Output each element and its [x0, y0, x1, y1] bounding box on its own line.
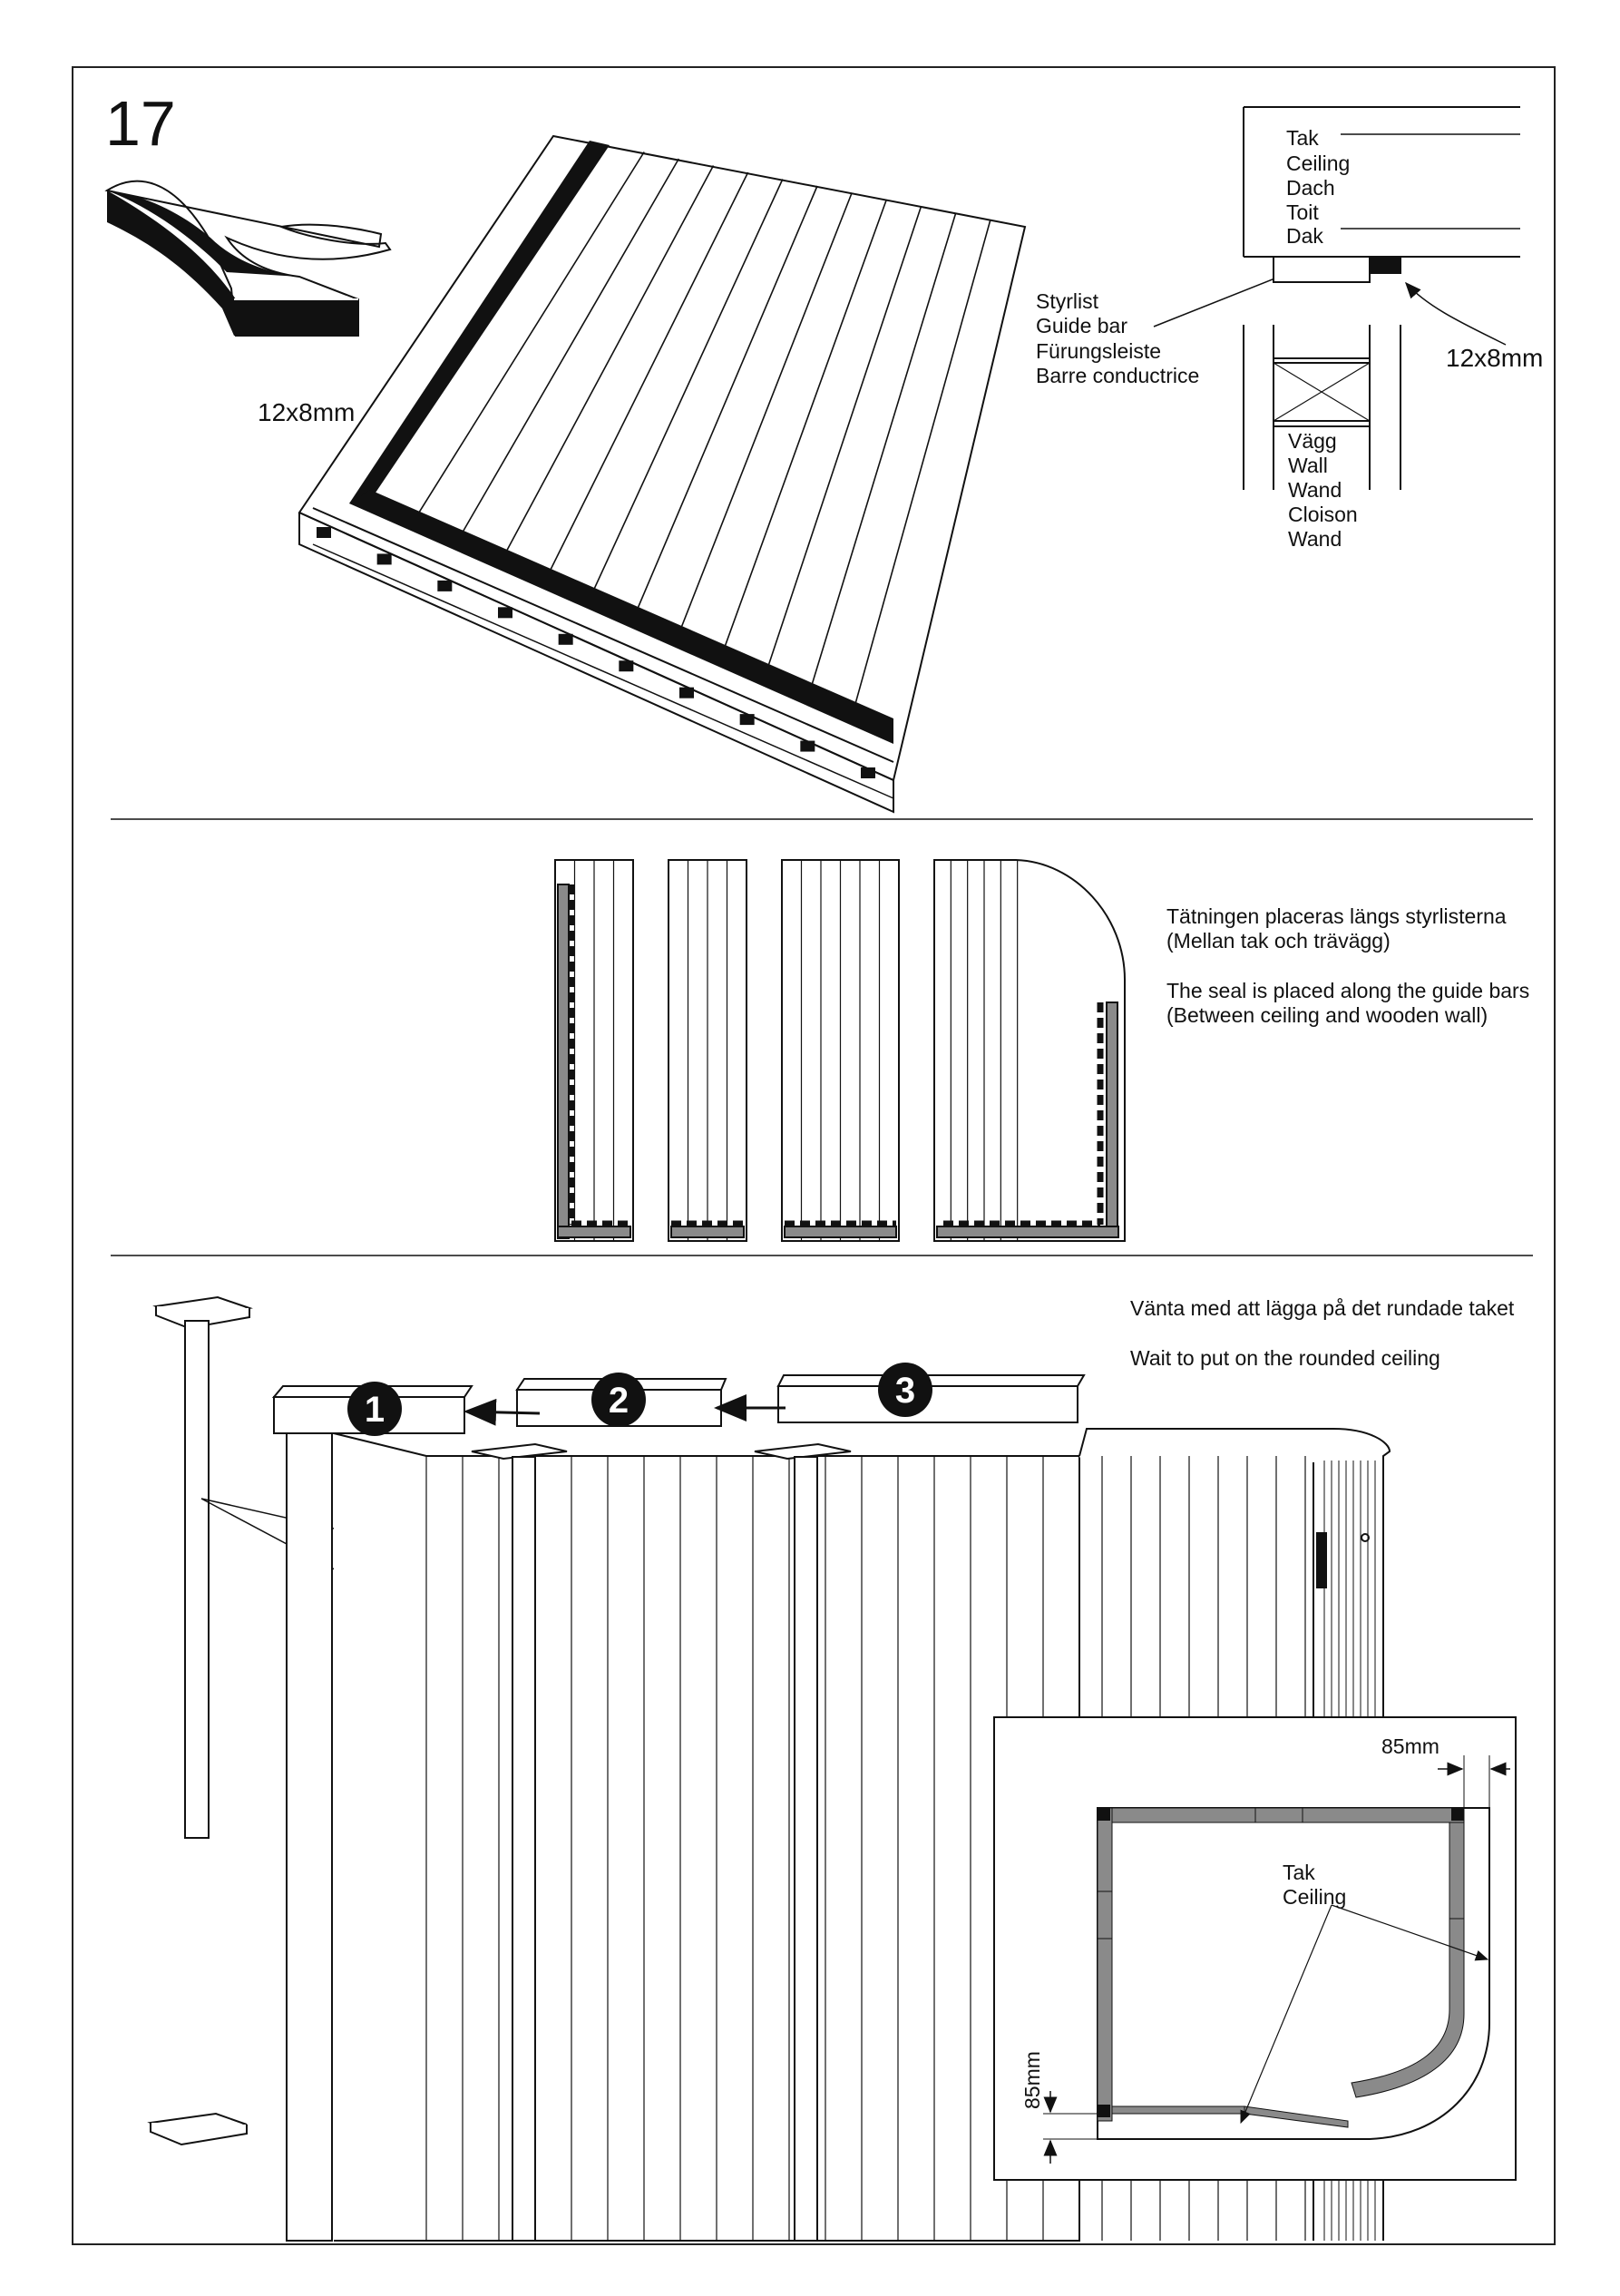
svg-text:Wand: Wand [1288, 478, 1342, 502]
order-badge-3: 3 [878, 1363, 932, 1417]
svg-text:Dach: Dach [1286, 176, 1335, 200]
cross-section-detail [1243, 106, 1520, 490]
ceiling-labels: Tak Ceiling Dach Toit Dak [1286, 126, 1350, 248]
ceiling-inset-plan [993, 1716, 1517, 2181]
svg-text:Dak: Dak [1286, 224, 1323, 248]
svg-text:Vägg: Vägg [1288, 429, 1337, 453]
inset-ceiling-label-1: Tak [1283, 1861, 1315, 1884]
seal-layout-plans [554, 859, 1126, 1242]
svg-text:Ceiling: Ceiling [1286, 151, 1350, 175]
svg-text:The seal is placed along the g: The seal is placed along the guide bars [1166, 979, 1529, 1002]
svg-text:Wait to put on the rounded cei: Wait to put on the rounded ceiling [1130, 1346, 1440, 1370]
seal-note: Tätningen placeras längs styrlisterna (M… [1166, 904, 1529, 1027]
svg-text:(Between ceiling and wooden wa: (Between ceiling and wooden wall) [1166, 1003, 1488, 1027]
inset-dim-left: 85mm [1020, 2051, 1044, 2109]
order-arrow-2 [464, 1398, 541, 1426]
wall-labels: Vägg Wall Wand Cloison Wand [1288, 429, 1358, 551]
order-badge-1: 1 [347, 1382, 402, 1436]
order-badge-2: 2 [591, 1373, 646, 1427]
svg-text:(Mellan tak och trävägg): (Mellan tak och trävägg) [1166, 929, 1391, 953]
svg-text:Fürungsleiste: Fürungsleiste [1036, 339, 1161, 363]
inset-ceiling-label-2: Ceiling [1283, 1885, 1346, 1909]
svg-text:Styrlist: Styrlist [1036, 289, 1099, 313]
svg-text:Tätningen placeras längs styrl: Tätningen placeras längs styrlisterna [1166, 904, 1507, 928]
svg-text:Vänta med att lägga på det run: Vänta med att lägga på det rundade taket [1130, 1296, 1515, 1320]
wait-note: Vänta med att lägga på det rundade taket… [1130, 1296, 1515, 1370]
tape-pointer [1405, 281, 1507, 346]
loose-guide-bar [147, 1295, 253, 2146]
svg-text:Tak: Tak [1286, 126, 1319, 150]
svg-text:Cloison: Cloison [1288, 503, 1358, 526]
svg-text:1: 1 [365, 1390, 385, 1430]
page-frame [72, 66, 1556, 2245]
svg-text:Wall: Wall [1288, 454, 1328, 477]
step-number: 17 [105, 88, 176, 159]
foam-tape-icon [104, 180, 392, 337]
svg-text:2: 2 [609, 1381, 629, 1421]
detail-tape-size: 12x8mm [1446, 344, 1543, 372]
svg-text:Barre conductrice: Barre conductrice [1036, 364, 1199, 387]
guide-bar-pointer [1153, 269, 1297, 327]
svg-text:Toit: Toit [1286, 200, 1319, 224]
guide-bar-labels: Styrlist Guide bar Fürungsleiste Barre c… [1036, 289, 1199, 387]
svg-text:3: 3 [895, 1371, 915, 1411]
svg-text:Guide bar: Guide bar [1036, 314, 1127, 337]
ceiling-panel-drawing [298, 134, 1027, 814]
svg-text:Wand: Wand [1288, 527, 1342, 551]
tape-size-label: 12x8mm [258, 398, 355, 426]
inset-dim-top: 85mm [1381, 1734, 1439, 1758]
